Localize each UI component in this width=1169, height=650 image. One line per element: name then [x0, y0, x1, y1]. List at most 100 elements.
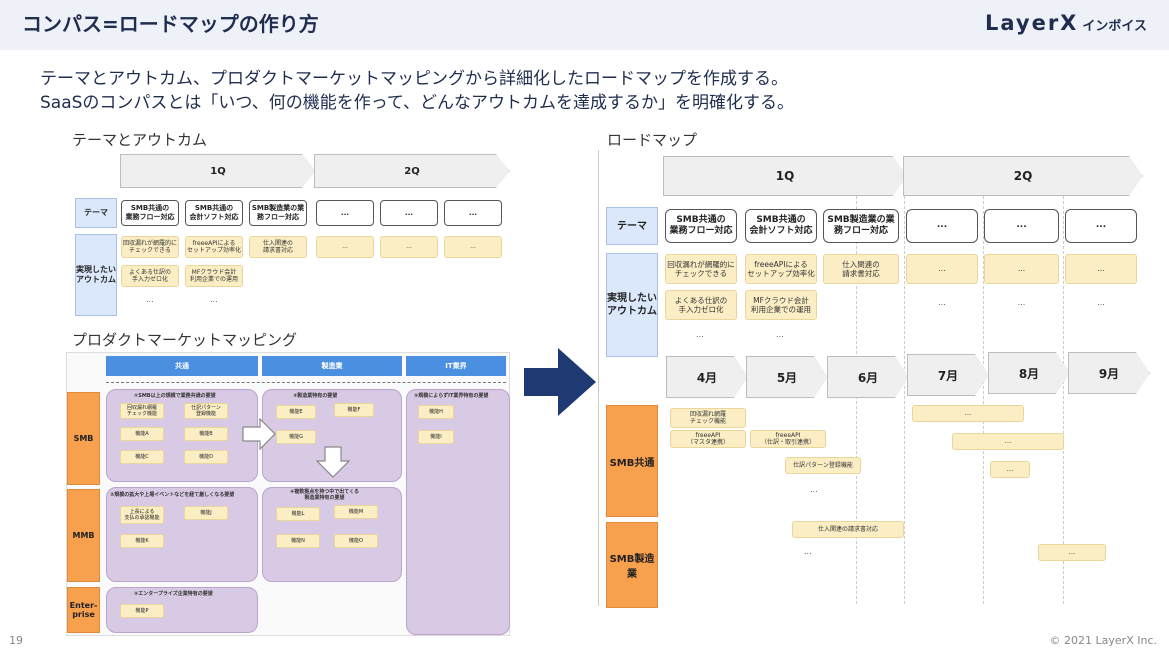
ellipsis: ... — [1097, 298, 1105, 307]
roadmap-quarter-1q: 1Q — [663, 156, 907, 196]
roadmap-outcome-note: MFクラウド会計 利用企業での運用 — [745, 290, 817, 320]
roadmap-outcome-note: freeeAPIによる セットアップ効率化 — [745, 254, 817, 284]
pmm-feature: 回収漏れ網羅 チェック機能 — [120, 403, 164, 419]
segment-smb-common: SMB共通 — [606, 405, 658, 517]
roadmap-outcome-note: 回収漏れが網羅的に チェックできる — [665, 254, 737, 284]
outcome-note: ... — [444, 236, 502, 258]
feature-bar: 回収漏れ網羅 チェック機能 — [670, 408, 746, 428]
theme-box: ... — [444, 200, 502, 226]
grid-line — [856, 196, 857, 604]
pmm-feature: 機能L — [276, 507, 320, 521]
grid-line — [904, 196, 905, 604]
roadmap-theme-box: SMB共通の 会計ソフト対応 — [745, 209, 817, 243]
outcome-note: ... — [380, 236, 438, 258]
theme-box: SMB共通の 会計ソフト対応 — [185, 200, 243, 226]
pmm-feature: 機能A — [120, 427, 164, 441]
pmm-group-title: ③製造業特有の要望 — [293, 393, 338, 399]
theme-label: テーマ — [75, 198, 117, 228]
roadmap-theme-box: SMB製造業の業 務フロー対応 — [823, 209, 899, 243]
pmm-group-title: ⑤規模によらずIT業界特有の要望 — [414, 393, 489, 399]
description-line-2: SaaSのコンパスとは「いつ、何の機能を作って、どんなアウトカムを達成するか」を… — [40, 93, 795, 113]
ellipsis: ... — [804, 547, 812, 556]
header-bar — [0, 0, 1169, 50]
month-chevron: 8月 — [988, 352, 1070, 394]
pmm-group — [406, 389, 510, 635]
pmm-group-title: ②規模の拡大や上場イベントなどを経て厳しくなる要望 — [110, 492, 235, 498]
ellipsis: ... — [210, 295, 218, 304]
roadmap-outcome-note: ... — [1065, 254, 1137, 284]
pmm-row-mmb: MMB — [67, 489, 100, 582]
pmm-feature: 機能G — [276, 430, 316, 444]
quarter-1q: 1Q — [120, 154, 316, 188]
outcome-note: よくある仕訳の 手入力ゼロ化 — [121, 265, 179, 287]
roadmap-outcome-note: よくある仕訳の 手入力ゼロ化 — [665, 290, 737, 320]
pmm-feature: 機能F — [334, 403, 374, 417]
feature-bar: ... — [1038, 544, 1106, 561]
month-chevron: 9月 — [1068, 352, 1150, 394]
roadmap-outcome-label: 実現したい アウトカム — [606, 253, 658, 357]
pmm-feature: 機能N — [276, 534, 320, 548]
ellipsis: ... — [696, 330, 704, 339]
outcome-note: MFクラウド会計 利用企業での運用 — [185, 265, 243, 287]
ellipsis: ... — [1017, 298, 1026, 307]
roadmap-outcome-note: ... — [984, 254, 1059, 284]
outcome-note: ... — [316, 236, 374, 258]
logo-sub: インボイス — [1082, 19, 1147, 34]
pmm-group-title: ⑤エンタープライズ企業特有の要望 — [134, 591, 213, 597]
outcome-label: 実現したい アウトカム — [75, 234, 117, 316]
feature-bar: freeeAPI （マスタ連携） — [670, 430, 746, 448]
pmm-column-common: 共通 — [106, 356, 258, 376]
description-line-1: テーマとアウトカム、プロダクトマーケットマッピングから詳細化したロードマップを作… — [40, 69, 788, 89]
feature-bar: 仕訳パターン登録機能 — [785, 457, 861, 474]
feature-bar: 仕入関連の請求書対応 — [792, 521, 904, 538]
logo-main: LayerX — [984, 11, 1079, 35]
pmm-feature: 上長による 支払の承認機能 — [120, 506, 164, 524]
roadmap-outcome-note: ... — [906, 254, 978, 284]
pmm-column-it: IT業界 — [406, 356, 506, 376]
pmm-feature: 機能M — [334, 505, 378, 519]
right-arrow-icon — [242, 418, 276, 450]
pmm-group-title: ④複数拠点を持つ中で出てくる 製造業特有の要望 — [290, 489, 359, 501]
theme-outcome-heading: テーマとアウトカム — [72, 131, 208, 149]
slide-title: コンパス=ロードマップの作り方 — [22, 12, 319, 36]
grid-line — [1063, 196, 1064, 604]
pmm-feature: 機能H — [418, 405, 454, 419]
pmm-divider — [106, 382, 506, 383]
theme-box: SMB製造業の業 務フロー対応 — [249, 200, 307, 226]
ellipsis: ... — [776, 330, 784, 339]
pmm-feature: 機能D — [184, 450, 228, 464]
ellipsis: ... — [938, 298, 946, 307]
pmm-column-manufacturing: 製造業 — [262, 356, 402, 376]
theme-box: ... — [316, 200, 374, 226]
pmm-feature: 機能O — [334, 534, 378, 548]
month-chevron: 5月 — [746, 356, 828, 398]
outcome-note: 仕入関連の 請求書対応 — [249, 236, 307, 258]
feature-bar: ... — [912, 405, 1024, 422]
feature-bar: freeeAPI （仕訳・取引連携） — [750, 430, 826, 448]
big-right-arrow-icon — [524, 348, 596, 416]
pmm-feature: 機能E — [276, 405, 316, 419]
pmm-feature: 機能J — [184, 506, 228, 520]
roadmap-outcome-note: 仕入関連の 請求書対応 — [823, 254, 899, 284]
quarter-2q: 2Q — [314, 154, 510, 188]
theme-box: SMB共通の 業務フロー対応 — [121, 200, 179, 226]
down-arrow-icon — [316, 446, 350, 478]
pmm-feature: 機能B — [184, 427, 228, 441]
roadmap-heading: ロードマップ — [607, 131, 698, 149]
roadmap-left-border — [598, 150, 599, 606]
pmm-heading: プロダクトマーケットマッピング — [72, 331, 298, 349]
page-number: 19 — [9, 634, 23, 647]
roadmap-theme-box: SMB共通の 業務フロー対応 — [665, 209, 737, 243]
pmm-feature: 機能K — [120, 534, 164, 548]
pmm-feature: 仕訳パターン 登録機能 — [184, 403, 228, 419]
roadmap-theme-box: ... — [906, 209, 978, 243]
feature-bar: ... — [952, 433, 1064, 450]
month-chevron: 6月 — [827, 356, 909, 398]
roadmap-theme-label: テーマ — [606, 207, 658, 245]
ellipsis: ... — [810, 485, 818, 494]
pmm-row-smb: SMB — [67, 392, 100, 485]
outcome-note: 回収漏れが網羅的に チェックできる — [121, 236, 179, 258]
outcome-note: freeeAPIによる セットアップ効率化 — [185, 236, 243, 258]
copyright: © 2021 LayerX Inc. — [1049, 634, 1157, 647]
